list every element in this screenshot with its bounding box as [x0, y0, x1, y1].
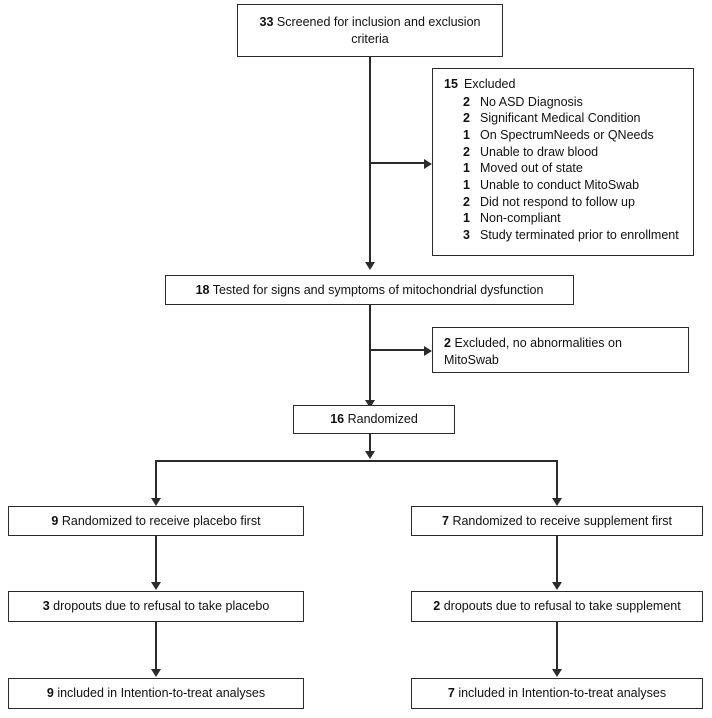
node-placebo-dropouts: 3 dropouts due to refusal to take placeb…	[8, 591, 304, 622]
node-placebo-itt-count: 9	[46, 686, 54, 701]
arrowhead-into-supplement-itt	[552, 669, 562, 677]
node-randomized-count: 16	[330, 412, 345, 427]
node-placebo-first-count: 9	[51, 513, 59, 528]
arrowhead-split-junction	[365, 451, 375, 459]
node-supplement-dropouts: 2 dropouts due to refusal to take supple…	[411, 591, 703, 622]
node-supplement-itt-count: 7	[447, 686, 455, 701]
arrowhead-into-supplement-dropouts	[552, 582, 562, 590]
connector-randomized-down	[369, 434, 371, 452]
node-randomized-text: 16 Randomized	[330, 411, 418, 428]
arrowhead-into-supplement-first	[552, 498, 562, 506]
node-placebo-first-text: 9 Randomized to receive placebo first	[51, 513, 260, 530]
node-supplement-dropouts-label: dropouts due to refusal to take suppleme…	[443, 599, 681, 614]
connector-placebo-first-to-dropouts	[155, 536, 157, 583]
arrowhead-into-excluded-mitoswab	[424, 346, 432, 356]
connector-tested-to-randomized	[369, 305, 371, 401]
node-tested-count: 18	[195, 282, 210, 297]
node-screened-label: Screened for inclusion and exclusion cri…	[276, 15, 481, 46]
node-excluded-mitoswab: 2 Excluded, no abnormalities on MitoSwab	[432, 327, 689, 373]
node-placebo-first-label: Randomized to receive placebo first	[61, 513, 261, 528]
node-tested-text: 18 Tested for signs and symptoms of mito…	[196, 282, 544, 299]
node-excluded-mitoswab-count: 2	[444, 336, 451, 350]
excluded-reason-count: 1	[463, 211, 470, 226]
node-randomized: 16 Randomized	[293, 405, 455, 434]
excluded-reason-count: 2	[463, 194, 470, 209]
arrowhead-into-placebo-first	[151, 498, 161, 506]
node-placebo-first: 9 Randomized to receive placebo first	[8, 506, 304, 536]
excluded-reason-label: Study terminated prior to enrollment	[480, 228, 679, 242]
excluded-reason-item: 2 Significant Medical Condition	[463, 110, 684, 127]
connector-supplement-first-to-dropouts	[556, 536, 558, 583]
node-tested-label: Tested for signs and symptoms of mitocho…	[212, 282, 544, 297]
node-placebo-itt-text: 9 included in Intention-to-treat analyse…	[47, 685, 265, 702]
node-placebo-itt: 9 included in Intention-to-treat analyse…	[8, 678, 304, 709]
excluded-reason-item: 2 Unable to draw blood	[463, 144, 684, 161]
arrowhead-into-tested	[365, 262, 375, 270]
node-supplement-itt-label: included in Intention-to-treat analyses	[458, 686, 667, 701]
node-screened: 33 Screened for inclusion and exclusion …	[237, 4, 503, 57]
node-excluded-main-header: 15 Excluded	[444, 76, 684, 93]
excluded-reason-item: 1 Moved out of state	[463, 160, 684, 177]
node-supplement-first-text: 7 Randomized to receive supplement first	[442, 513, 672, 530]
node-screened-text: 33 Screened for inclusion and exclusion …	[246, 14, 494, 47]
connector-supplement-dropouts-to-itt	[556, 622, 558, 670]
connector-placebo-dropouts-to-itt	[155, 622, 157, 670]
excluded-reason-count: 2	[463, 111, 470, 126]
node-randomized-label: Randomized	[347, 412, 418, 427]
excluded-reason-count: 1	[463, 127, 470, 142]
excluded-reason-label: Moved out of state	[480, 161, 583, 176]
excluded-reason-label: On SpectrumNeeds or QNeeds	[480, 127, 654, 142]
arrowhead-into-placebo-itt	[151, 669, 161, 677]
arrowhead-into-excluded-main	[424, 159, 432, 169]
excluded-reason-label: No ASD Diagnosis	[480, 94, 583, 109]
excluded-reason-label: Unable to conduct MitoSwab	[480, 177, 640, 192]
connector-to-excluded-mitoswab	[369, 349, 428, 351]
connector-screened-to-tested	[369, 57, 371, 263]
node-supplement-dropouts-text: 2 dropouts due to refusal to take supple…	[433, 598, 680, 615]
node-placebo-itt-label: included in Intention-to-treat analyses	[57, 686, 266, 701]
node-screened-count: 33	[259, 15, 274, 29]
connector-split-horizontal	[155, 460, 558, 462]
excluded-reason-label: Non-compliant	[480, 211, 561, 226]
arrowhead-into-randomized	[365, 400, 375, 408]
node-excluded-mitoswab-text: 2 Excluded, no abnormalities on MitoSwab	[444, 336, 622, 367]
node-supplement-itt-text: 7 included in Intention-to-treat analyse…	[448, 685, 666, 702]
node-placebo-dropouts-count: 3	[42, 599, 50, 614]
connector-to-excluded-main	[369, 162, 428, 164]
excluded-reason-item: 1 On SpectrumNeeds or QNeeds	[463, 127, 684, 144]
excluded-reason-count: 2	[463, 94, 470, 109]
excluded-reason-count: 1	[463, 177, 470, 192]
node-placebo-dropouts-text: 3 dropouts due to refusal to take placeb…	[43, 598, 270, 615]
excluded-reason-item: 1 Non-compliant	[463, 210, 684, 227]
connector-split-left-down	[155, 460, 157, 502]
node-tested: 18 Tested for signs and symptoms of mito…	[165, 275, 574, 305]
node-supplement-first: 7 Randomized to receive supplement first	[411, 506, 703, 536]
arrowhead-into-placebo-dropouts	[151, 582, 161, 590]
excluded-reason-item: 2 Did not respond to follow up	[463, 194, 684, 211]
excluded-reason-count: 3	[463, 228, 470, 242]
node-excluded-main-count: 15	[444, 77, 458, 91]
excluded-reason-item: 1 Unable to conduct MitoSwab	[463, 177, 684, 194]
excluded-reason-label: Did not respond to follow up	[480, 194, 635, 209]
excluded-reason-label: Unable to draw blood	[480, 144, 599, 159]
node-placebo-dropouts-label: dropouts due to refusal to take placebo	[53, 599, 270, 614]
excluded-reason-item: 2 No ASD Diagnosis	[463, 94, 684, 111]
node-supplement-itt: 7 included in Intention-to-treat analyse…	[411, 678, 703, 709]
connector-split-right-down	[556, 460, 558, 502]
node-supplement-first-count: 7	[442, 513, 449, 528]
node-supplement-first-label: Randomized to receive supplement first	[452, 513, 672, 528]
node-supplement-dropouts-count: 2	[433, 599, 441, 614]
excluded-reason-count: 2	[463, 144, 470, 159]
excluded-reason-label: Significant Medical Condition	[480, 111, 641, 126]
node-excluded-mitoswab-label: Excluded, no abnormalities on MitoSwab	[444, 336, 622, 367]
node-excluded-main-label: Excluded	[464, 77, 516, 91]
excluded-reason-item: 3 Study terminated prior to enrollment	[463, 227, 684, 244]
excluded-reason-count: 1	[463, 161, 470, 176]
